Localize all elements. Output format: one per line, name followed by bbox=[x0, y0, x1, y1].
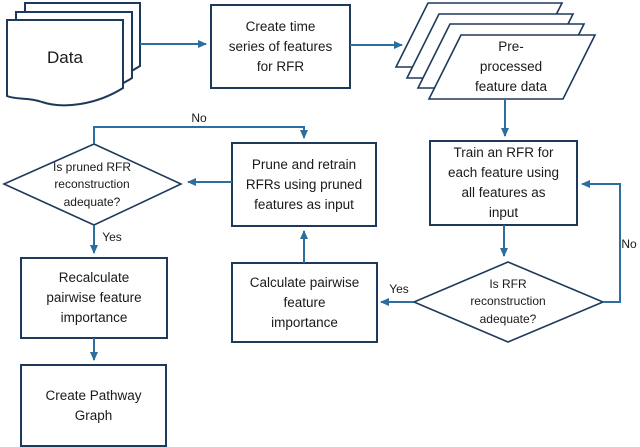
recalc-importance-node bbox=[20, 257, 168, 339]
arrow-rfr-no-loop bbox=[581, 180, 621, 303]
prune-retrain-node bbox=[231, 142, 377, 227]
pathway-graph-node bbox=[20, 364, 167, 447]
calc-importance-node bbox=[231, 262, 378, 343]
pruned-adequate-decision bbox=[2, 143, 183, 226]
rfr-adequate-decision bbox=[411, 261, 606, 343]
train-rfr-node bbox=[429, 140, 578, 226]
data-node-doc-front bbox=[6, 19, 124, 107]
preprocessed-node-front bbox=[427, 34, 597, 100]
create-series-node bbox=[210, 4, 351, 89]
arrow-pruned-no-loop bbox=[93, 126, 308, 144]
